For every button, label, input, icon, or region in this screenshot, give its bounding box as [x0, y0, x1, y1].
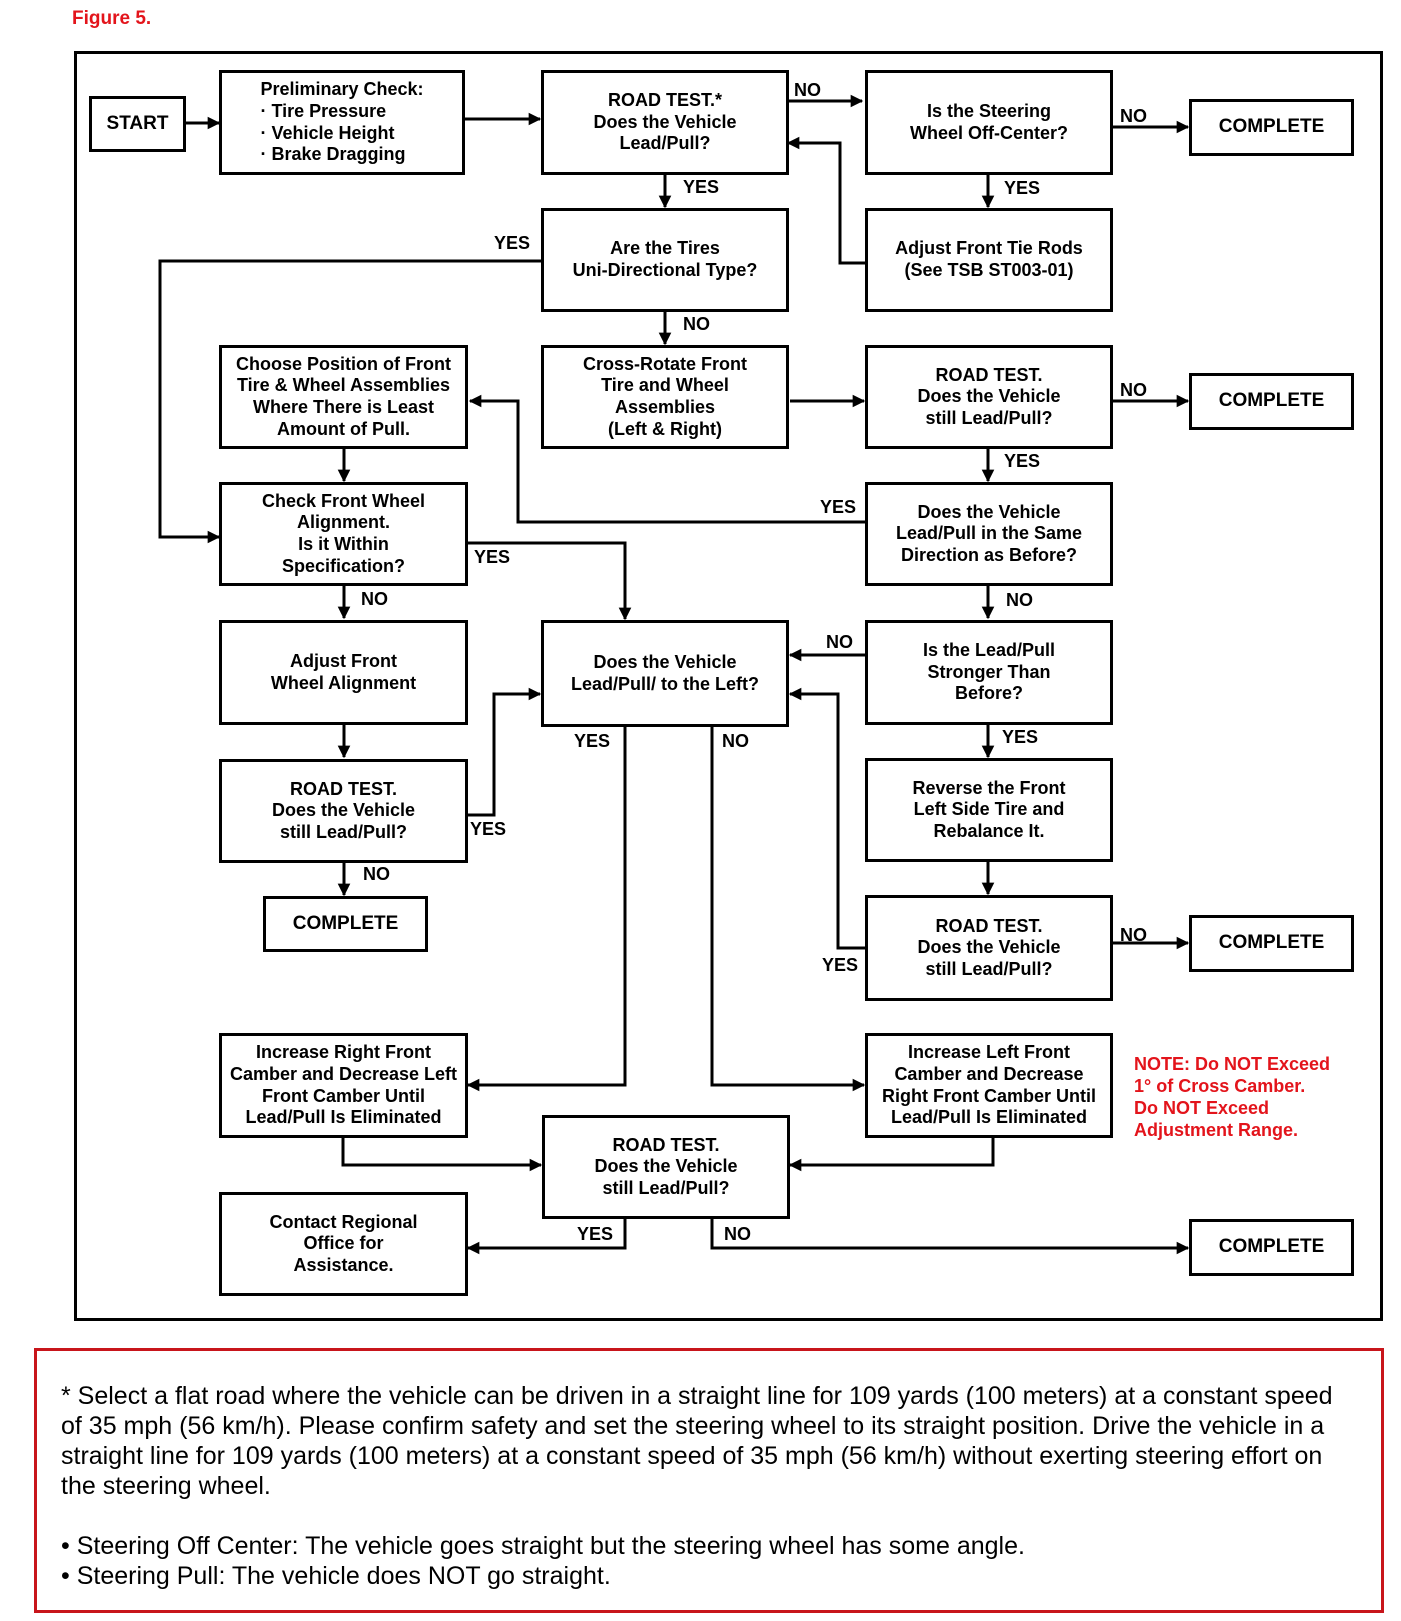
flowchart-connectors [158, 94, 1190, 1255]
label-stronger-no: NO [826, 632, 853, 652]
label-road4-no: NO [1120, 925, 1147, 945]
complete-node-4: COMPLETE [1189, 915, 1354, 972]
road-test-2-node: ROAD TEST. Does the Vehicle still Lead/P… [865, 345, 1113, 449]
label-road3-no: NO [363, 864, 390, 884]
reverse-tire-node: Reverse the Front Left Side Tire and Reb… [865, 758, 1113, 862]
label-unidir-no: NO [683, 314, 710, 334]
label-unidir-yes: YES [494, 233, 531, 253]
edge-leftpull-incleft [710, 727, 866, 1092]
label-leftpull-no: NO [722, 731, 749, 751]
adjust-alignment-node: Adjust Front Wheel Alignment [219, 620, 468, 725]
road-test-1-node: ROAD TEST.* Does the Vehicle Lead/Pull? [541, 70, 789, 175]
label-road5-no: NO [724, 1224, 751, 1244]
start-node: START [89, 96, 186, 152]
label-samedir-no: NO [1006, 590, 1033, 610]
footnote-bullet-pull: • Steering Pull: The vehicle does NOT go… [61, 1562, 611, 1590]
steering-off-center-node: Is the Steering Wheel Off-Center? [865, 70, 1113, 175]
complete-node-3: COMPLETE [263, 896, 428, 952]
increase-right-camber-node: Increase Right Front Camber and Decrease… [219, 1033, 468, 1138]
edge-unidir-checkalign [158, 259, 543, 544]
footnote-bullet-off-center: • Steering Off Center: The vehicle goes … [61, 1532, 1025, 1560]
edge-road3-leftpull [468, 687, 542, 817]
adjust-tie-rods-node: Adjust Front Tie Rods (See TSB ST003-01) [865, 208, 1113, 312]
label-leftpull-yes: YES [574, 731, 611, 751]
cross-rotate-node: Cross-Rotate Front Tire and Wheel Assemb… [541, 345, 789, 449]
label-offcenter-no: NO [1120, 106, 1147, 126]
edge-incright-road5 [341, 1138, 543, 1172]
edge-tierods-road1 [786, 136, 865, 265]
uni-directional-tires-node: Are the Tires Uni-Directional Type? [541, 208, 789, 312]
figure-title: Figure 5. [72, 8, 152, 29]
road-test-footnote: * Select a flat road where the vehicle c… [34, 1348, 1384, 1613]
label-road4-yes: YES [822, 955, 859, 975]
edge-leftpull-incright [466, 727, 627, 1092]
complete-node-1: COMPLETE [1189, 99, 1354, 156]
stronger-than-before-node: Is the Lead/Pull Stronger Than Before? [865, 620, 1113, 725]
edge-road4-leftpull [788, 687, 865, 950]
choose-position-node: Choose Position of Front Tire & Wheel As… [219, 345, 468, 449]
label-checkalign-yes: YES [474, 547, 511, 567]
label-offcenter-yes: YES [1004, 178, 1041, 198]
same-direction-node: Does the Vehicle Lead/Pull in the Same D… [865, 482, 1113, 586]
increase-left-camber-node: Increase Left Front Camber and Decrease … [865, 1033, 1113, 1138]
complete-node-2: COMPLETE [1189, 373, 1354, 430]
lead-pull-left-node: Does the Vehicle Lead/Pull/ to the Left? [541, 620, 789, 727]
road-test-4-node: ROAD TEST. Does the Vehicle still Lead/P… [865, 895, 1113, 1001]
label-road2-yes: YES [1004, 451, 1041, 471]
label-samedir-yes: YES [820, 497, 857, 517]
label-checkalign-no: NO [361, 589, 388, 609]
complete-node-5: COMPLETE [1189, 1219, 1354, 1276]
contact-regional-office-node: Contact Regional Office for Assistance. [219, 1192, 468, 1296]
flowchart-frame [74, 51, 1383, 1321]
edge-checkalign-leftpull [468, 541, 632, 621]
edge-road5-contact [466, 1219, 627, 1255]
label-road1-no: NO [794, 80, 821, 100]
label-road5-yes: YES [577, 1224, 614, 1244]
edge-road5-complete5 [710, 1219, 1190, 1255]
edge-incleft-road5 [788, 1138, 995, 1172]
camber-note: NOTE: Do NOT Exceed 1° of Cross Camber. … [1134, 1054, 1331, 1140]
label-road3-yes: YES [470, 819, 507, 839]
label-road2-no: NO [1120, 380, 1147, 400]
edge-samedir-choose [468, 394, 865, 524]
label-road1-yes: YES [683, 177, 720, 197]
footnote-text: * Select a flat road where the vehicle c… [61, 1382, 1333, 1500]
road-test-3-node: ROAD TEST. Does the Vehicle still Lead/P… [219, 759, 468, 863]
check-alignment-node: Check Front Wheel Alignment. Is it Withi… [219, 482, 468, 586]
preliminary-check-node: Preliminary Check: · Tire Pressure · Veh… [219, 70, 465, 175]
road-test-5-node: ROAD TEST. Does the Vehicle still Lead/P… [542, 1115, 790, 1219]
label-stronger-yes: YES [1002, 727, 1039, 747]
